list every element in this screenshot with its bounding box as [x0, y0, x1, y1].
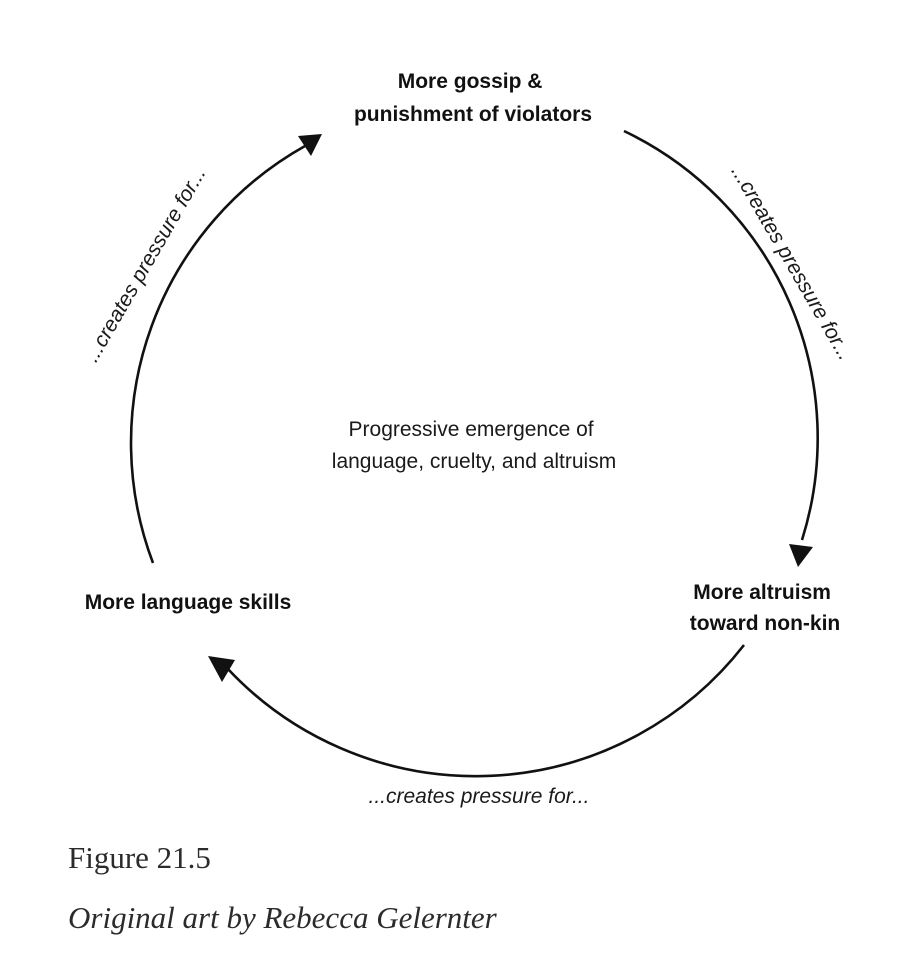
edge-label-top-left: ...creates pressure for... [80, 163, 210, 366]
figure-credit: Original art by Rebecca Gelernter [68, 900, 497, 935]
figure-number: Figure 21.5 [68, 840, 211, 875]
arc-top-to-right [623, 129, 819, 541]
arrowhead-top [298, 134, 322, 156]
node-altruism-non-kin: More altruism toward non-kin [690, 581, 841, 635]
center-title: Progressive emergence of language, cruel… [332, 418, 616, 473]
arc-right-to-left [226, 644, 746, 778]
arc-left-to-top [129, 144, 306, 564]
arrowhead-right [789, 544, 813, 567]
arrowhead-left [208, 656, 235, 682]
edge-label-bottom: ...creates pressure for... [369, 785, 590, 808]
cycle-diagram: More gossip & punishment of violators Mo… [80, 70, 857, 808]
node-language-skills: More language skills [85, 591, 292, 614]
node-gossip-punishment: More gossip & punishment of violators [354, 70, 592, 126]
edge-label-top-right: ...creates pressure for... [726, 161, 856, 364]
